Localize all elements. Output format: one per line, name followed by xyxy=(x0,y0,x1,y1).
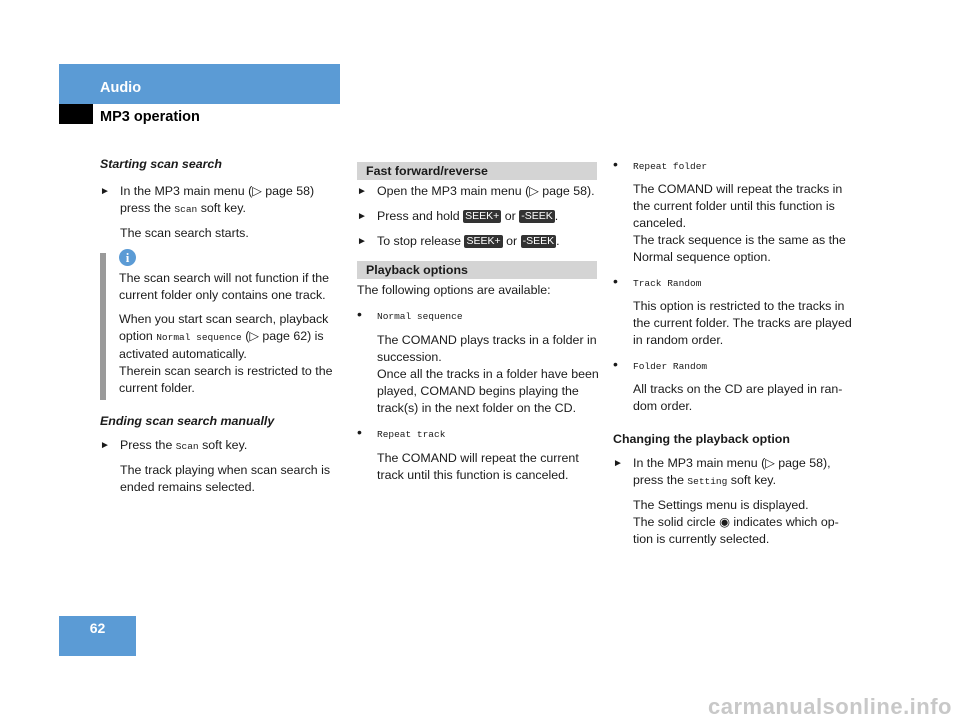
heading-changing-option: Changing the playback option xyxy=(613,432,790,446)
option-description: Once all the tracks in a folder have bee… xyxy=(377,367,599,415)
page-title: MP3 operation xyxy=(100,109,200,125)
header-tab xyxy=(59,104,93,124)
note-text: Therein scan search is restricted to the… xyxy=(119,364,333,395)
step-text: page 58). xyxy=(542,184,595,198)
step-text: Press and hold xyxy=(377,209,460,223)
heading-starting-scan: Starting scan search xyxy=(100,157,222,171)
column-2-upper: ► Open the MP3 main menu (▷ page 58). ► … xyxy=(357,183,602,250)
note-text-part: When you start scan search, playback opt… xyxy=(119,312,329,343)
section-fast-forward: Fast forward/reverse xyxy=(357,162,597,180)
step-arrow-icon: ► xyxy=(100,440,110,451)
heading-ending-scan: Ending scan search manually xyxy=(100,414,275,428)
step-text: or xyxy=(504,209,516,223)
options-intro: The following options are available: xyxy=(357,283,551,297)
step-arrow-icon: ► xyxy=(613,458,623,469)
step-text: or xyxy=(506,234,518,248)
result-text: The scan search starts. xyxy=(120,226,249,240)
page-ref-icon: ▷ xyxy=(529,184,539,198)
step-open-menu: ► Open the MP3 main menu (▷ page 58). xyxy=(357,183,602,200)
scan-soft-key: Scan xyxy=(175,441,199,452)
bullet-icon: • xyxy=(613,356,618,372)
watermark: carmanualsonline.info xyxy=(708,694,952,719)
section-playback-options: Playback options xyxy=(357,261,597,279)
option-normal-sequence: • Normal sequence xyxy=(357,306,602,325)
note-text: When you start scan search, playback opt… xyxy=(119,311,341,363)
option-description: The COMAND will repeat the current track… xyxy=(377,451,579,482)
step-press-hold: ► Press and hold SEEK+ or -SEEK. xyxy=(357,209,559,223)
seek-minus-button: -SEEK xyxy=(520,235,557,248)
result-text: The track playing when scan search is en… xyxy=(120,463,331,494)
step-text: press the xyxy=(120,201,171,215)
option-description: The COMAND plays tracks in a folder in s… xyxy=(377,333,597,364)
section-title: Audio xyxy=(100,80,142,96)
step-arrow-icon: ► xyxy=(357,211,367,222)
bullet-icon: • xyxy=(613,273,618,289)
option-description: All tracks on the CD are played in ran-d… xyxy=(633,382,843,413)
step-arrow-icon: ► xyxy=(357,236,367,247)
step-text: press the xyxy=(633,473,684,487)
option-label: Track Random xyxy=(633,278,702,289)
step-text: In the MP3 main menu ( xyxy=(120,184,253,198)
option-description: The COMAND will repeat the tracks in the… xyxy=(633,182,843,230)
option-label: Normal sequence xyxy=(377,311,463,322)
solid-circle-icon: ◉ xyxy=(719,515,730,529)
normal-sequence-label: Normal sequence xyxy=(156,332,242,343)
step-press-scan: ► Press the Scan soft key. xyxy=(100,437,340,455)
option-folder-random: • Folder Random xyxy=(613,356,853,375)
option-label: Folder Random xyxy=(633,361,708,372)
step-change-option: ► In the MP3 main menu (▷ page 58), pres… xyxy=(613,455,853,490)
step-text: soft key. xyxy=(730,473,777,487)
option-label: Repeat folder xyxy=(633,161,708,172)
step-release: ► To stop release SEEK+ or -SEEK. xyxy=(357,234,560,248)
column-3: • Repeat folder The COMAND will repeat t… xyxy=(613,156,853,548)
scan-soft-key: Scan xyxy=(174,204,198,215)
step-text: page 58) xyxy=(265,184,315,198)
step-text: To stop release xyxy=(377,234,462,248)
result-text: The solid circle ◉ indicates which op-ti… xyxy=(613,514,853,548)
seek-plus-button: SEEK+ xyxy=(464,235,503,248)
page-ref-icon: ▷ xyxy=(765,456,775,470)
page-number-box xyxy=(59,616,136,656)
column-1: Starting scan search ► In the MP3 main m… xyxy=(100,156,340,242)
column-2-lower: The following options are available: • N… xyxy=(357,282,602,484)
bullet-icon: • xyxy=(357,306,362,322)
result-text-part: indicates which op-tion is currently sel… xyxy=(633,515,839,546)
option-repeat-folder: • Repeat folder xyxy=(613,156,853,175)
step-arrow-icon: ► xyxy=(357,186,367,197)
option-track-random: • Track Random xyxy=(613,273,853,292)
setting-soft-key: Setting xyxy=(687,476,728,487)
header-bar xyxy=(59,64,340,104)
page-ref-icon: ▷ xyxy=(252,184,262,198)
note-text: The scan search will not function if the… xyxy=(119,271,330,302)
step-text: page 58), xyxy=(778,456,831,470)
step-text: Open the MP3 main menu ( xyxy=(377,184,530,198)
seek-plus-button: SEEK+ xyxy=(463,210,502,223)
step-text: soft key. xyxy=(200,201,246,215)
seek-minus-button: -SEEK xyxy=(519,210,555,223)
page-number: 62 xyxy=(89,620,106,636)
result-text-part: The solid circle xyxy=(633,515,716,529)
option-description: The track sequence is the same as the No… xyxy=(633,233,846,264)
option-repeat-track: • Repeat track xyxy=(357,424,602,443)
info-note: The scan search will not function if the… xyxy=(119,270,341,397)
option-label: Repeat track xyxy=(377,429,446,440)
step-arrow-icon: ► xyxy=(100,186,110,197)
note-bar xyxy=(100,253,106,400)
bullet-icon: • xyxy=(613,156,618,172)
bullet-icon: • xyxy=(357,424,362,440)
info-icon: i xyxy=(119,249,136,266)
result-text: The Settings menu is displayed. xyxy=(633,498,809,512)
step-text: In the MP3 main menu ( xyxy=(633,456,766,470)
step-text: soft key. xyxy=(202,438,248,452)
step-text: Press the xyxy=(120,438,173,452)
step-start-scan: ► In the MP3 main menu (▷ page 58) press… xyxy=(100,183,340,218)
note-text-part: ( xyxy=(245,329,250,343)
page-ref-icon: ▷ xyxy=(249,329,259,343)
note-text-part: page 62) is activated automatically. xyxy=(119,329,324,361)
column-1-lower: Ending scan search manually ► Press the … xyxy=(100,413,340,496)
option-description: This option is restricted to the tracks … xyxy=(633,299,852,347)
